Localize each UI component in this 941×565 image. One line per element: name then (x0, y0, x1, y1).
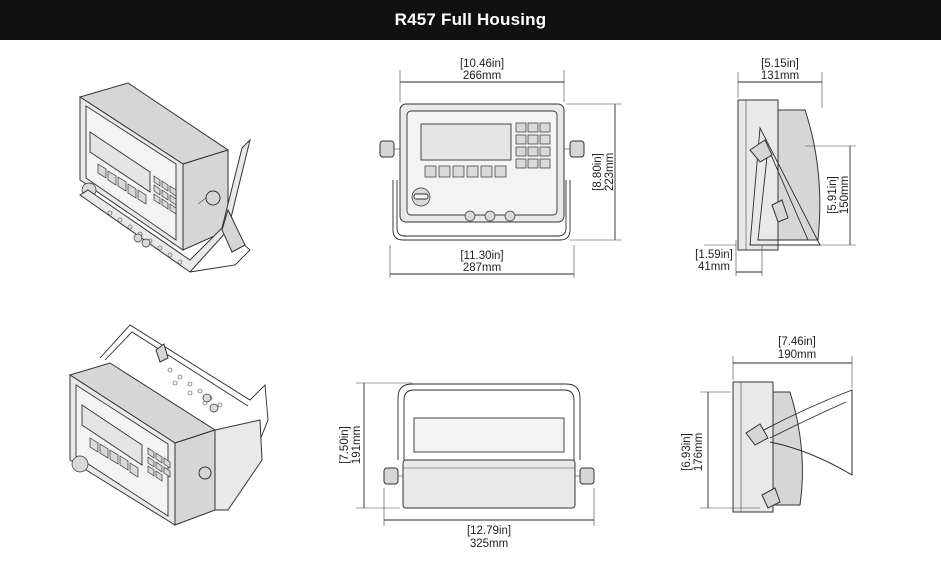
dim-wall-top-in: [7.46in] (778, 336, 816, 348)
top-view (356, 382, 595, 526)
front-view (379, 70, 622, 278)
dim-top-bottom-mm: 325mm (470, 538, 508, 550)
dim-side-top-mm: 131mm (761, 70, 799, 82)
dim-wall-height-mm: 176mm (693, 433, 705, 471)
side-view (704, 72, 856, 276)
page-title: R457 Full Housing (394, 10, 547, 29)
dim-top-bottom-in: [12.79in] (467, 525, 511, 537)
dim-top-height-mm: 191mm (351, 426, 363, 464)
dim-side-low-in: [1.59in] (695, 249, 733, 261)
iso-view-wall-mount (68, 324, 269, 526)
dim-side-low-mm: 41mm (698, 261, 730, 273)
dim-side-top-in: [5.15in] (761, 58, 799, 70)
title-bar: R457 Full Housing (0, 0, 941, 40)
iso-view-desk-mount (78, 82, 251, 273)
technical-drawing: [10.46in] 266mm [8.80in] 223mm [11.30in]… (68, 58, 856, 550)
dim-wall-height-in: [6.93in] (681, 433, 693, 471)
dim-front-height-mm: 223mm (604, 153, 616, 191)
dim-front-bottom-mm: 287mm (463, 262, 501, 274)
dim-front-bottom-in: [11.30in] (460, 250, 503, 262)
dim-side-height-in: [5.91in] (827, 176, 839, 214)
dim-top-height-in: [7.50in] (339, 426, 351, 464)
dim-front-height-in: [8.80in] (592, 153, 604, 191)
dim-wall-top-mm: 190mm (778, 349, 816, 361)
wall-side-view (700, 356, 853, 513)
dim-front-top-mm: 266mm (463, 70, 501, 82)
dim-front-top-in: [10.46in] (460, 58, 504, 70)
dim-side-height-mm: 150mm (839, 176, 851, 214)
